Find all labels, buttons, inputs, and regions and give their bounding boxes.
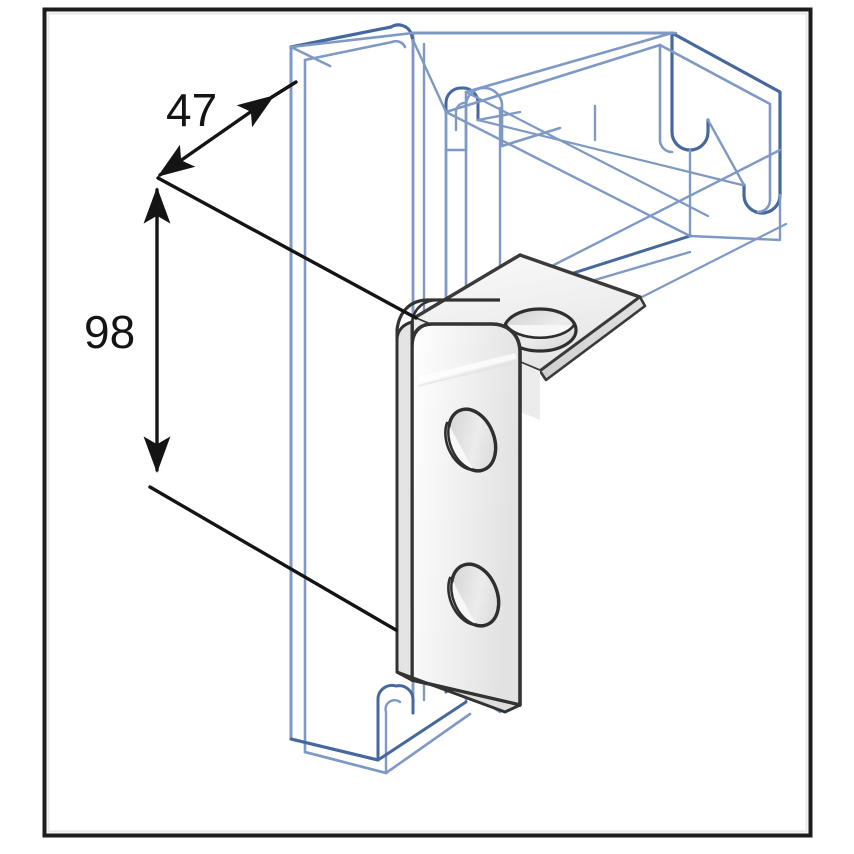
frame-border (42, 7, 813, 838)
leader-upper (156, 176, 418, 320)
bracket-vertical-leg (395, 298, 522, 714)
dim-47-extension-upper (270, 80, 298, 99)
dim-98-label: 98 (84, 306, 135, 358)
horizontal-strut-top-rails (289, 31, 678, 152)
hole-bottom-oval (447, 562, 501, 628)
leader-lower (148, 485, 398, 632)
dimension-annotations (143, 80, 418, 632)
dim-47-line (157, 95, 275, 177)
angle-bracket (395, 253, 647, 714)
hole-middle-oval (444, 407, 498, 473)
dim-47-label: 47 (166, 84, 217, 136)
